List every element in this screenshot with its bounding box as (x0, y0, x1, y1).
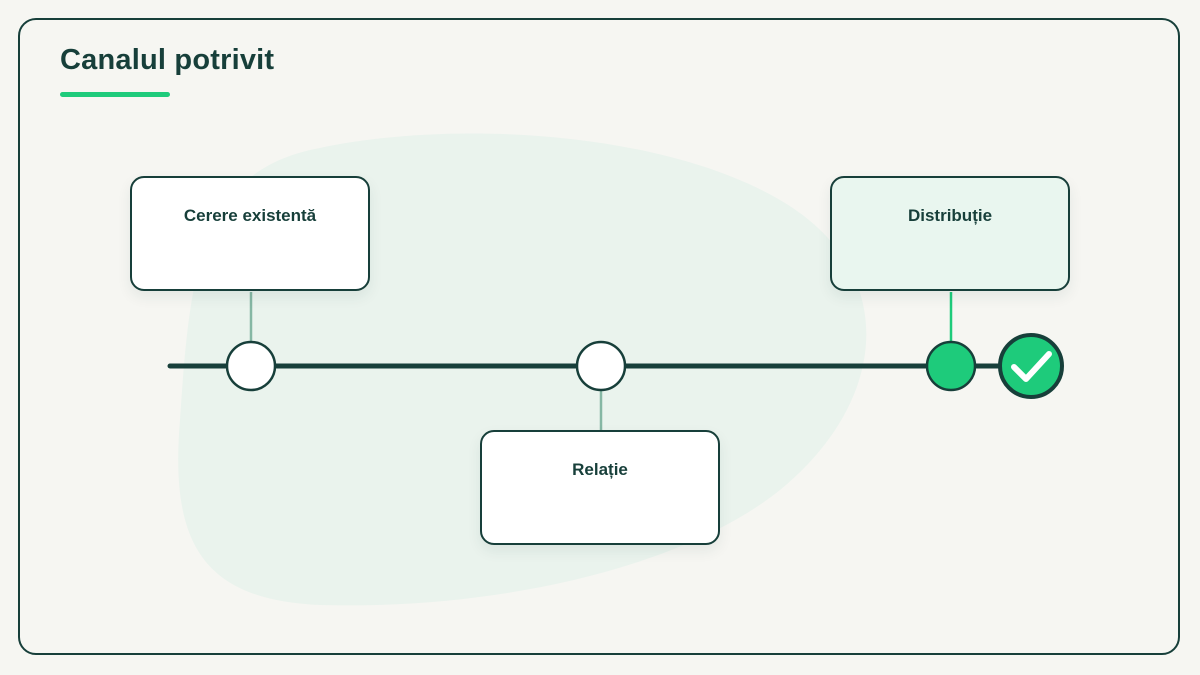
card-label-relatie: Relație (572, 460, 628, 479)
node-cerere (225, 340, 277, 392)
card-label-cerere: Cerere existentă (183, 206, 317, 225)
title-underline (60, 92, 170, 97)
page-title: Canalul potrivit (60, 44, 275, 76)
card-cerere-existenta: Cerere existentă (130, 176, 370, 291)
completion-marker (998, 333, 1064, 399)
node-distributie (925, 340, 977, 392)
card-relatie: Relație (480, 430, 720, 545)
card-distributie: Distribuție (830, 176, 1070, 291)
node-relatie (575, 340, 627, 392)
timeline-diagram (167, 292, 1064, 432)
card-label-distributie: Distribuție (907, 206, 993, 225)
check-icon (1011, 351, 1052, 382)
diagram-frame: Canalul potrivit Cerere existentă Relați… (18, 18, 1180, 655)
completion-circle (998, 333, 1064, 399)
